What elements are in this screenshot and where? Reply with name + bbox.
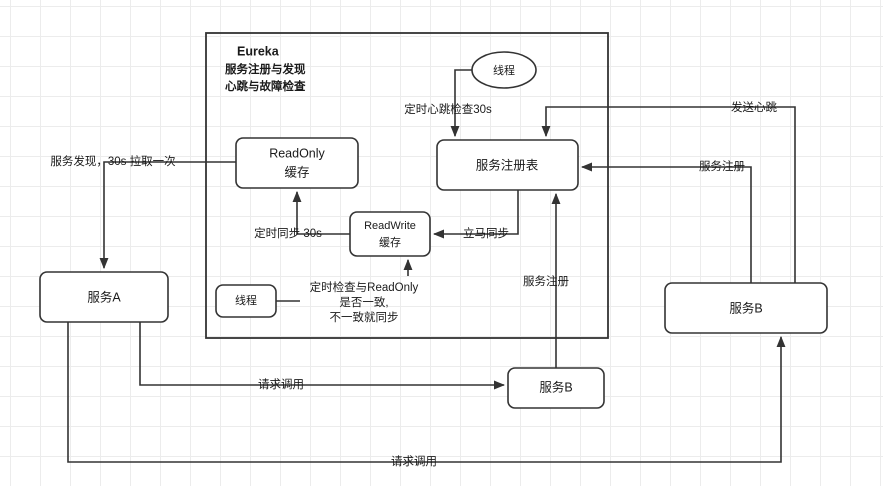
service-registry-label: 服务注册表: [476, 157, 539, 172]
edge-sync-now: [432, 190, 519, 239]
service-b-right-label: 服务B: [729, 300, 762, 315]
edge-heartbeat-check: [450, 69, 472, 138]
edge-label-send-heartbeat: 发送心跳: [731, 100, 777, 114]
edge-label-service-discovery: 服务发现，30s 拉取一次: [50, 154, 176, 168]
readonly-cache-node[interactable]: [235, 137, 359, 189]
eureka-container: [205, 32, 609, 339]
readonly-cache-label-2: 缓存: [284, 165, 309, 179]
service-b-bottom-label: 服务B: [539, 379, 572, 394]
readwrite-cache-label-2: 缓存: [379, 235, 401, 249]
thread-bottom-label: 线程: [235, 293, 257, 307]
service-registry-node[interactable]: [436, 139, 579, 191]
readwrite-cache-node[interactable]: [349, 211, 431, 257]
readonly-cache-label-1: ReadOnly: [269, 146, 325, 160]
service-a-node[interactable]: [39, 271, 169, 323]
edge-label-check-consistency-3: 不一致就同步: [330, 310, 399, 324]
service-b-right-node[interactable]: [664, 282, 828, 334]
edge-service-discovery: [99, 161, 236, 270]
edge-label-sync-30s: 定时同步 30s: [254, 226, 322, 240]
eureka-container-subtitle-1: 服务注册与发现: [225, 62, 306, 76]
edge-request-call-mid: [139, 322, 506, 390]
edge-label-heartbeat-check: 定时心跳检查30s: [404, 102, 492, 116]
edge-request-call-bottom: [67, 322, 786, 463]
edge-label-service-register-right: 服务注册: [699, 159, 745, 173]
eureka-container-subtitle-2: 心跳与故障检查: [225, 79, 306, 93]
edge-send-heartbeat: [541, 106, 796, 283]
edge-label-check-consistency-2: 是否一致,: [339, 295, 388, 309]
edge-label-request-call-bottom: 请求调用: [391, 455, 437, 468]
thread-top-label: 线程: [493, 63, 515, 77]
readwrite-cache-label-1: ReadWrite: [364, 220, 416, 232]
edge-label-check-consistency-1: 定时检查与ReadOnly: [310, 280, 419, 294]
edge-label-request-call-mid: 请求调用: [258, 378, 304, 391]
edge-service-register-right: [580, 162, 752, 283]
edge-sync-30s: [292, 190, 350, 235]
edge-label-service-register-mid: 服务注册: [523, 274, 569, 288]
service-a-label: 服务A: [87, 289, 121, 304]
eureka-container-title: Eureka: [237, 44, 280, 58]
edge-label-sync-now: 立马同步: [463, 226, 509, 240]
